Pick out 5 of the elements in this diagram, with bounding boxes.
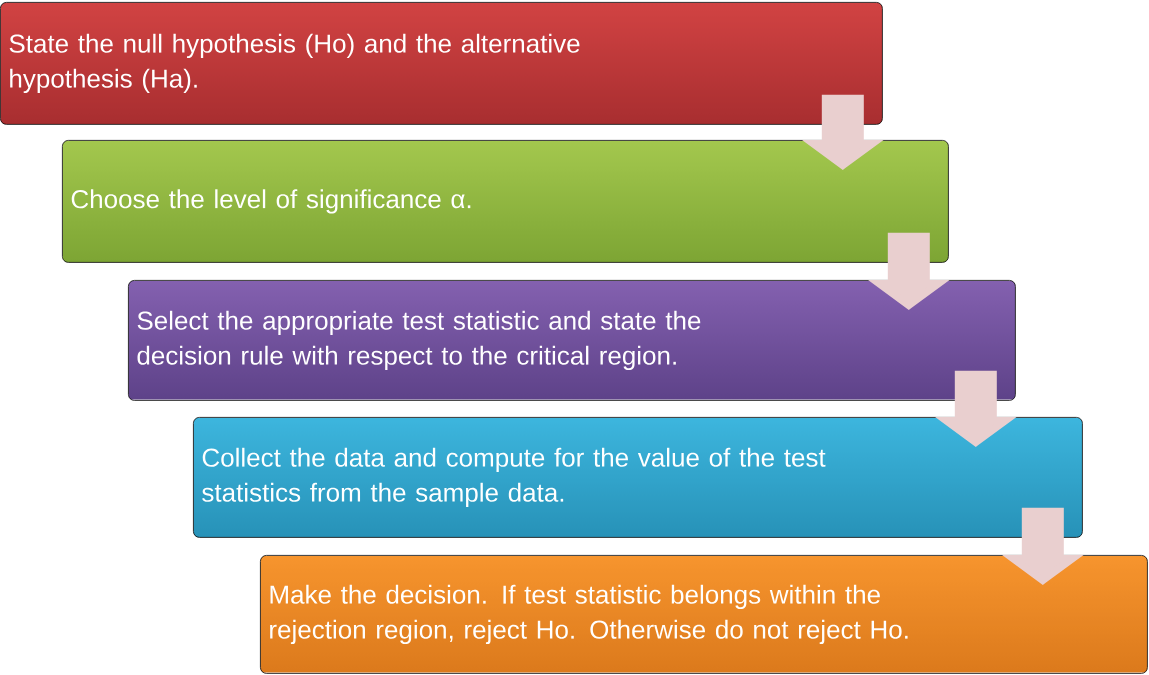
- step-box: Collect the data and compute for the value of the test statistics from the sample data.: [193, 417, 1083, 538]
- step-box: State the null hypothesis (Ho) and the alternative hypothesis (Ha).: [0, 2, 883, 125]
- step-box: Make the decision. If test statistic belongs within the rejection region, reject Ho. Otherwise do not reject Ho.: [260, 555, 1148, 674]
- step-box: Choose the level of significance α.: [62, 140, 949, 263]
- step-box: Select the appropriate test statistic and state the decision rule with respect to the critical region.: [128, 280, 1016, 401]
